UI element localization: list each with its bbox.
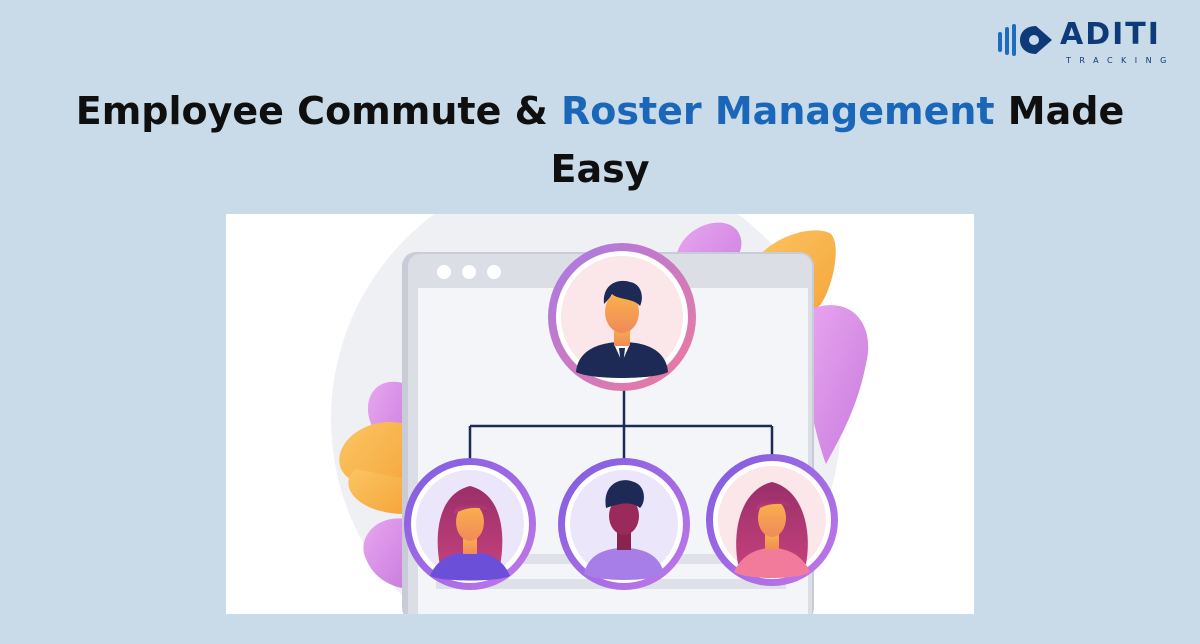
title-highlight: Roster Management [560,89,995,133]
illustration-panel [226,214,974,614]
brand-name: ADITI [1060,17,1161,52]
page-title: Employee Commute & Roster Management Mad… [40,82,1160,198]
female-employee-icon [404,458,536,590]
male-employee-icon [558,458,690,590]
blob-purple-bottom [363,518,411,589]
aditi-logo-icon [998,24,1052,56]
manager-avatar-icon [548,243,696,391]
org-chart-illustration [331,214,869,614]
title-part-1: Employee Commute & [75,89,561,133]
female-employee-icon-2 [706,454,838,586]
org-chart-connectors [468,388,774,460]
title-part-2: Made Easy [550,89,1125,191]
brand-logo[interactable]: ADITI TRACKING [994,16,1174,72]
blob-purple-right [804,305,869,464]
blob-orange-left-2 [348,469,406,514]
brand-tagline: TRACKING [1066,56,1175,65]
